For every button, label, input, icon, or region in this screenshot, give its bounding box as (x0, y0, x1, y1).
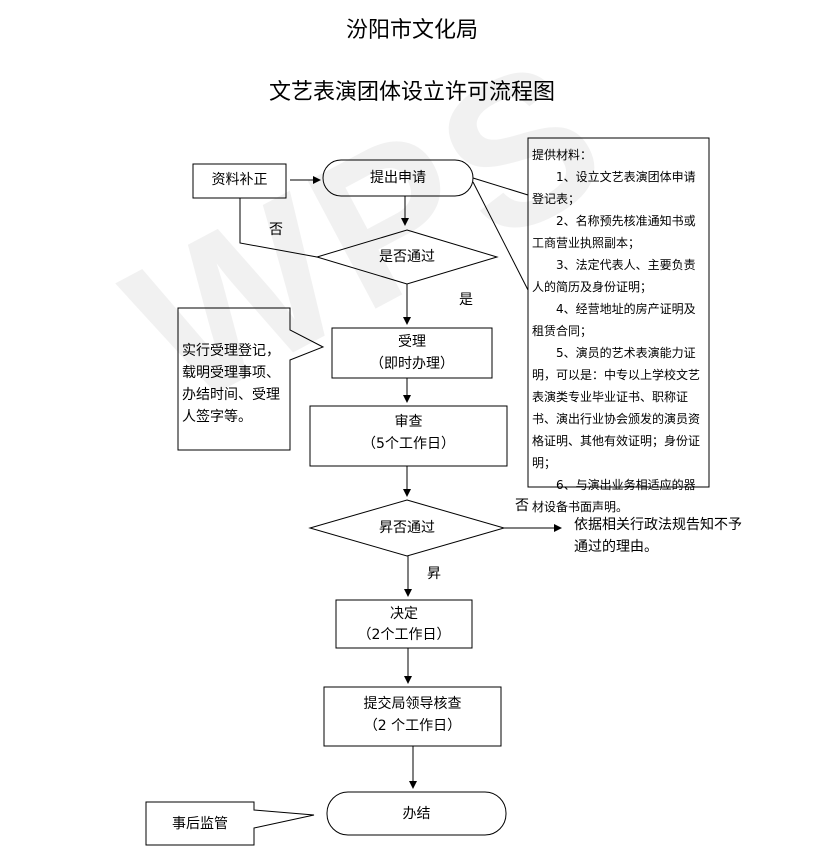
page-title: 文艺表演团体设立许可流程图 (268, 80, 555, 105)
decide-label-2: （2个工作日） (357, 627, 451, 643)
yes1-label: 是 (459, 292, 473, 308)
review-shape (309, 405, 508, 467)
materials-item-3: 3、法定代表人、主要负责人的简历及身份证明； (532, 258, 696, 294)
yes2-label: 昇 (427, 566, 441, 582)
accept-label-1: 受理 (398, 334, 426, 350)
materials-item-1: 1、设立文艺表演团体申请登记表； (532, 170, 696, 206)
check2-shape (308, 499, 506, 557)
finish-shape (326, 791, 507, 836)
review-label-1: 审查 (394, 414, 423, 430)
materials-shape (527, 137, 710, 488)
supervise-shape (145, 801, 315, 846)
accept-note-text: 实行受理登记，载明受理事项、办结时间、受理人签字等。 (182, 343, 280, 425)
finish-label: 办结 (402, 806, 431, 822)
decide-label-1: 决定 (390, 606, 418, 622)
check1-label: 是否通过 (379, 249, 435, 265)
accept-note-shape (177, 307, 325, 451)
correction-label: 资料补正 (211, 172, 268, 188)
no1-label: 否 (269, 222, 283, 238)
decide-shape (335, 599, 473, 649)
materials-item-2: 2、名称预先核准通知书或工商营业执照副本； (532, 214, 696, 250)
no2-label: 否 (515, 498, 529, 514)
check2-label: 昇否通过 (379, 520, 435, 536)
supervise-label: 事后监管 (172, 816, 228, 832)
accept-shape (331, 327, 493, 379)
accept-label-2: （即时办理） (370, 356, 454, 372)
materials-item-4: 4、经营地址的房产证明及租赁合同； (532, 302, 696, 338)
review-label-2: （5个工作日） (362, 436, 455, 452)
materials-heading: 提供材料： (532, 148, 593, 162)
submit-label-1: 提交局领导核查 (363, 696, 462, 712)
reject-text: 依据相关行政法规告知不予通过的理由。 (574, 517, 742, 555)
submit-label-2: （2 个工作日） (363, 718, 462, 734)
materials-box: 提供材料： 1、设立文艺表演团体申请登记表； 2、名称预先核准通知书或工商营业执… (532, 144, 706, 518)
org-title: 汾阳市文化局 (345, 18, 478, 43)
apply-label: 提出申请 (370, 170, 426, 186)
materials-item-6: 6、与演出业务相适应的器材设备书面声明。 (532, 478, 696, 514)
materials-item-5: 5、演员的艺术表演能力证明，可以是：中专以上学校文艺表演类专业毕业证书、职称证书… (532, 346, 701, 470)
